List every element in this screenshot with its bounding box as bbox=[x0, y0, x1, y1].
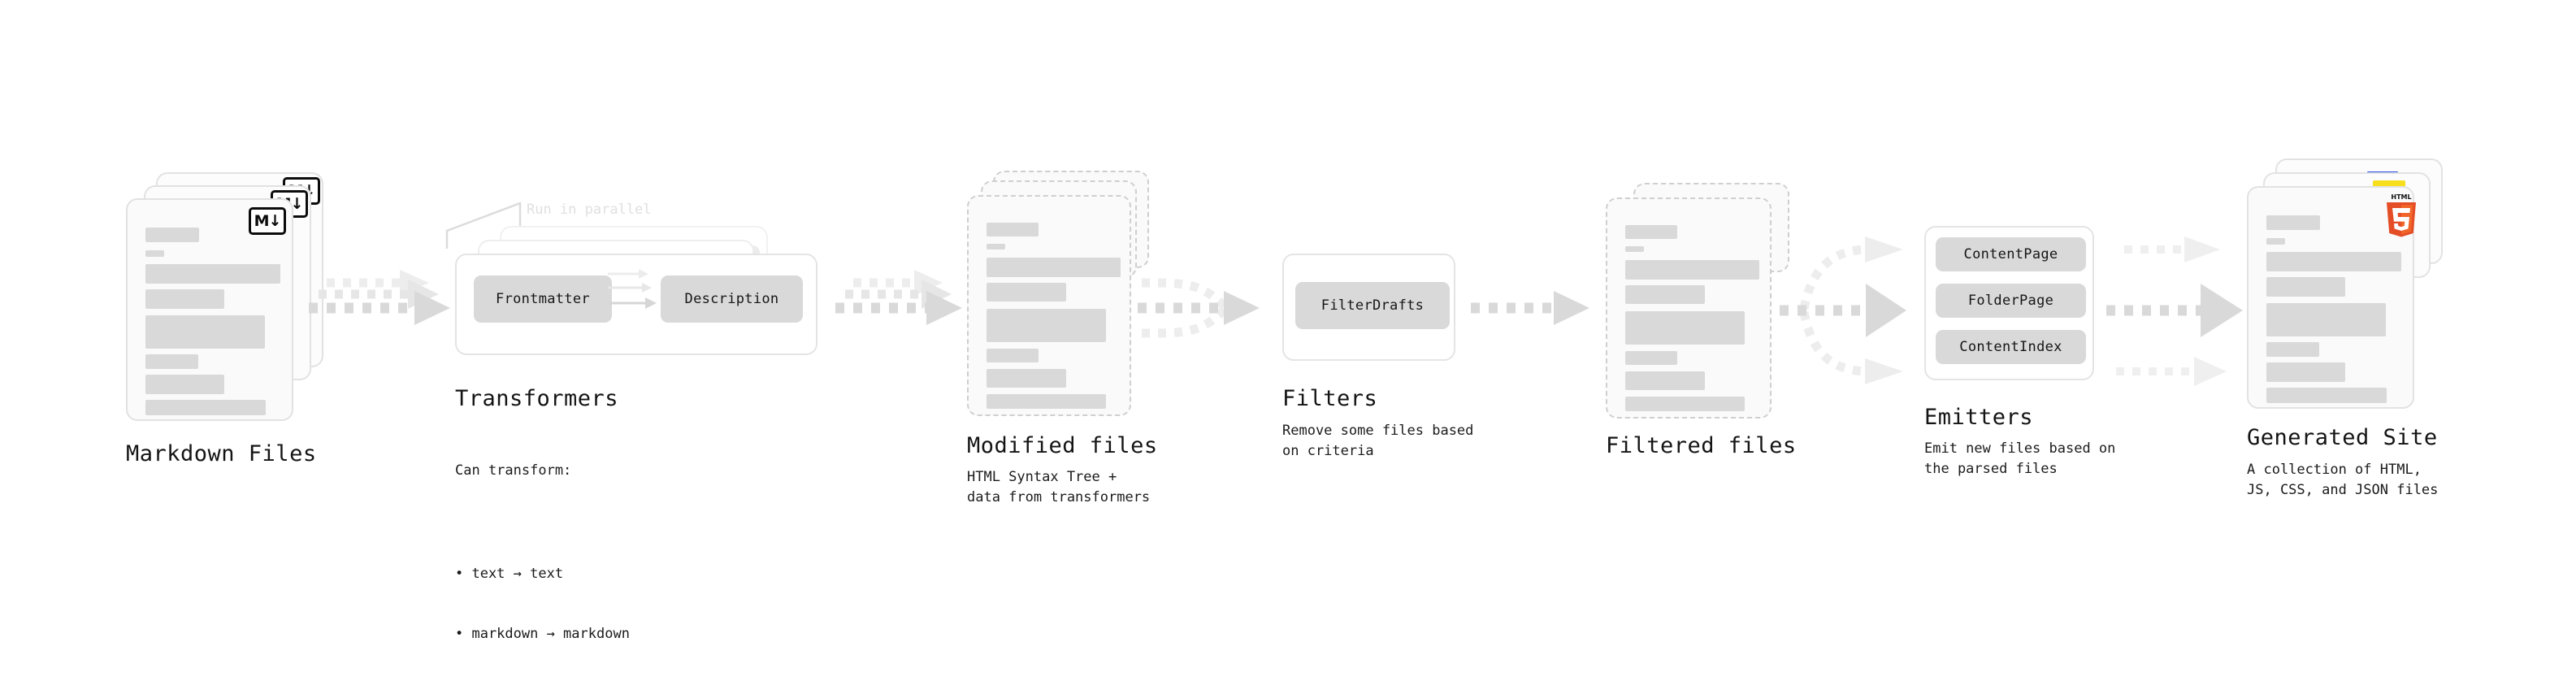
skeleton-bar bbox=[987, 223, 1039, 236]
arrow-filters-to-filtered bbox=[1471, 291, 1589, 325]
skeleton-bar bbox=[2266, 277, 2345, 297]
skeleton-bar bbox=[1625, 260, 1759, 280]
arrow-modified-to-filters bbox=[1138, 278, 1260, 338]
skeleton-bar bbox=[145, 315, 265, 349]
arrow-transformers-to-modified bbox=[835, 270, 962, 325]
emitter-node-contentpage[interactable]: ContentPage bbox=[1936, 237, 2086, 271]
skeleton-bar bbox=[987, 258, 1121, 277]
skeleton-bar bbox=[2266, 252, 2401, 271]
filters-box: FilterDrafts bbox=[1282, 254, 1455, 361]
skeleton-bar bbox=[2266, 362, 2345, 382]
stage-description-filters: Remove some files based on criteria bbox=[1282, 423, 1474, 459]
skeleton-bar bbox=[2266, 238, 2285, 245]
markdown-file-sheet-front bbox=[126, 198, 293, 421]
skeleton-bar bbox=[145, 289, 224, 309]
arrow-filtered-to-emitters bbox=[1780, 236, 1906, 384]
can-transform-label: Can transform: bbox=[455, 462, 572, 479]
emitter-node-folderpage[interactable]: FolderPage bbox=[1936, 284, 2086, 318]
transformer-inner-arrows bbox=[608, 269, 657, 309]
skeleton-bar bbox=[1625, 397, 1745, 411]
stage-title-transformers: Transformers bbox=[455, 386, 619, 411]
stage-title-generated-site: Generated Site bbox=[2247, 425, 2438, 450]
emitter-node-contentindex[interactable]: ContentIndex bbox=[1936, 330, 2086, 364]
stage-title-markdown-files: Markdown Files bbox=[126, 441, 317, 466]
markdown-icon: M↓ bbox=[249, 207, 286, 235]
stage-title-filtered-files: Filtered files bbox=[1606, 433, 1797, 458]
stage-description-generated-site: A collection of HTML, JS, CSS, and JSON … bbox=[2247, 462, 2439, 498]
stage-description-transformers: Can transform: • text → text • markdown … bbox=[455, 421, 630, 681]
skeleton-bar bbox=[987, 283, 1066, 301]
modified-file-sheet-front bbox=[967, 195, 1131, 416]
filter-node-filterdrafts[interactable]: FilterDrafts bbox=[1295, 282, 1450, 329]
arrow-emitters-to-site bbox=[2106, 236, 2243, 386]
skeleton-bar bbox=[1625, 225, 1677, 239]
arrow-markdown-to-transformers bbox=[309, 270, 450, 325]
skeleton-bar bbox=[1625, 311, 1745, 345]
skeleton-bar bbox=[987, 244, 1005, 249]
stage-title-modified-files: Modified files bbox=[967, 433, 1158, 458]
transformer-node-description[interactable]: Description bbox=[661, 275, 803, 323]
emitters-box: ContentPage FolderPage ContentIndex bbox=[1924, 226, 2094, 380]
stage-description-emitters: Emit new files based on the parsed files bbox=[1924, 440, 2116, 477]
transformer-node-frontmatter[interactable]: Frontmatter bbox=[474, 275, 612, 323]
skeleton-bar bbox=[2266, 303, 2386, 336]
skeleton-bar bbox=[2266, 342, 2319, 357]
skeleton-bar bbox=[2266, 215, 2320, 230]
skeleton-bar bbox=[987, 369, 1066, 388]
stage-description-modified-files: HTML Syntax Tree + data from transformer… bbox=[967, 469, 1151, 505]
list-item: • text → text bbox=[455, 566, 564, 583]
skeleton-bar bbox=[2266, 388, 2387, 403]
skeleton-bar bbox=[1625, 285, 1705, 304]
skeleton-bar bbox=[145, 400, 266, 415]
filtered-file-sheet-front bbox=[1606, 197, 1772, 419]
skeleton-bar bbox=[1625, 246, 1644, 252]
run-in-parallel-bracket bbox=[445, 202, 522, 249]
site-file-sheet-front bbox=[2247, 186, 2414, 409]
svg-text:HTML: HTML bbox=[2391, 193, 2411, 201]
skeleton-bar bbox=[145, 375, 224, 394]
skeleton-bar bbox=[1625, 351, 1677, 365]
transform-bullet-list: • text → text • markdown → markdown • ht… bbox=[455, 524, 630, 681]
html5-icon: HTML bbox=[2387, 193, 2416, 237]
skeleton-bar bbox=[145, 228, 199, 242]
transformer-box-front: Frontmatter Description bbox=[455, 254, 817, 355]
skeleton-bar bbox=[987, 394, 1106, 409]
stage-title-emitters: Emitters bbox=[1924, 405, 2034, 430]
skeleton-bar bbox=[145, 250, 164, 257]
skeleton-bar bbox=[987, 349, 1039, 362]
stage-title-filters: Filters bbox=[1282, 386, 1378, 411]
skeleton-bar bbox=[987, 309, 1106, 342]
skeleton-bar bbox=[1625, 371, 1705, 390]
skeleton-bar bbox=[145, 264, 280, 284]
skeleton-bar bbox=[145, 354, 198, 369]
run-in-parallel-label: Run in parallel bbox=[527, 202, 652, 218]
list-item: • markdown → markdown bbox=[455, 626, 630, 643]
